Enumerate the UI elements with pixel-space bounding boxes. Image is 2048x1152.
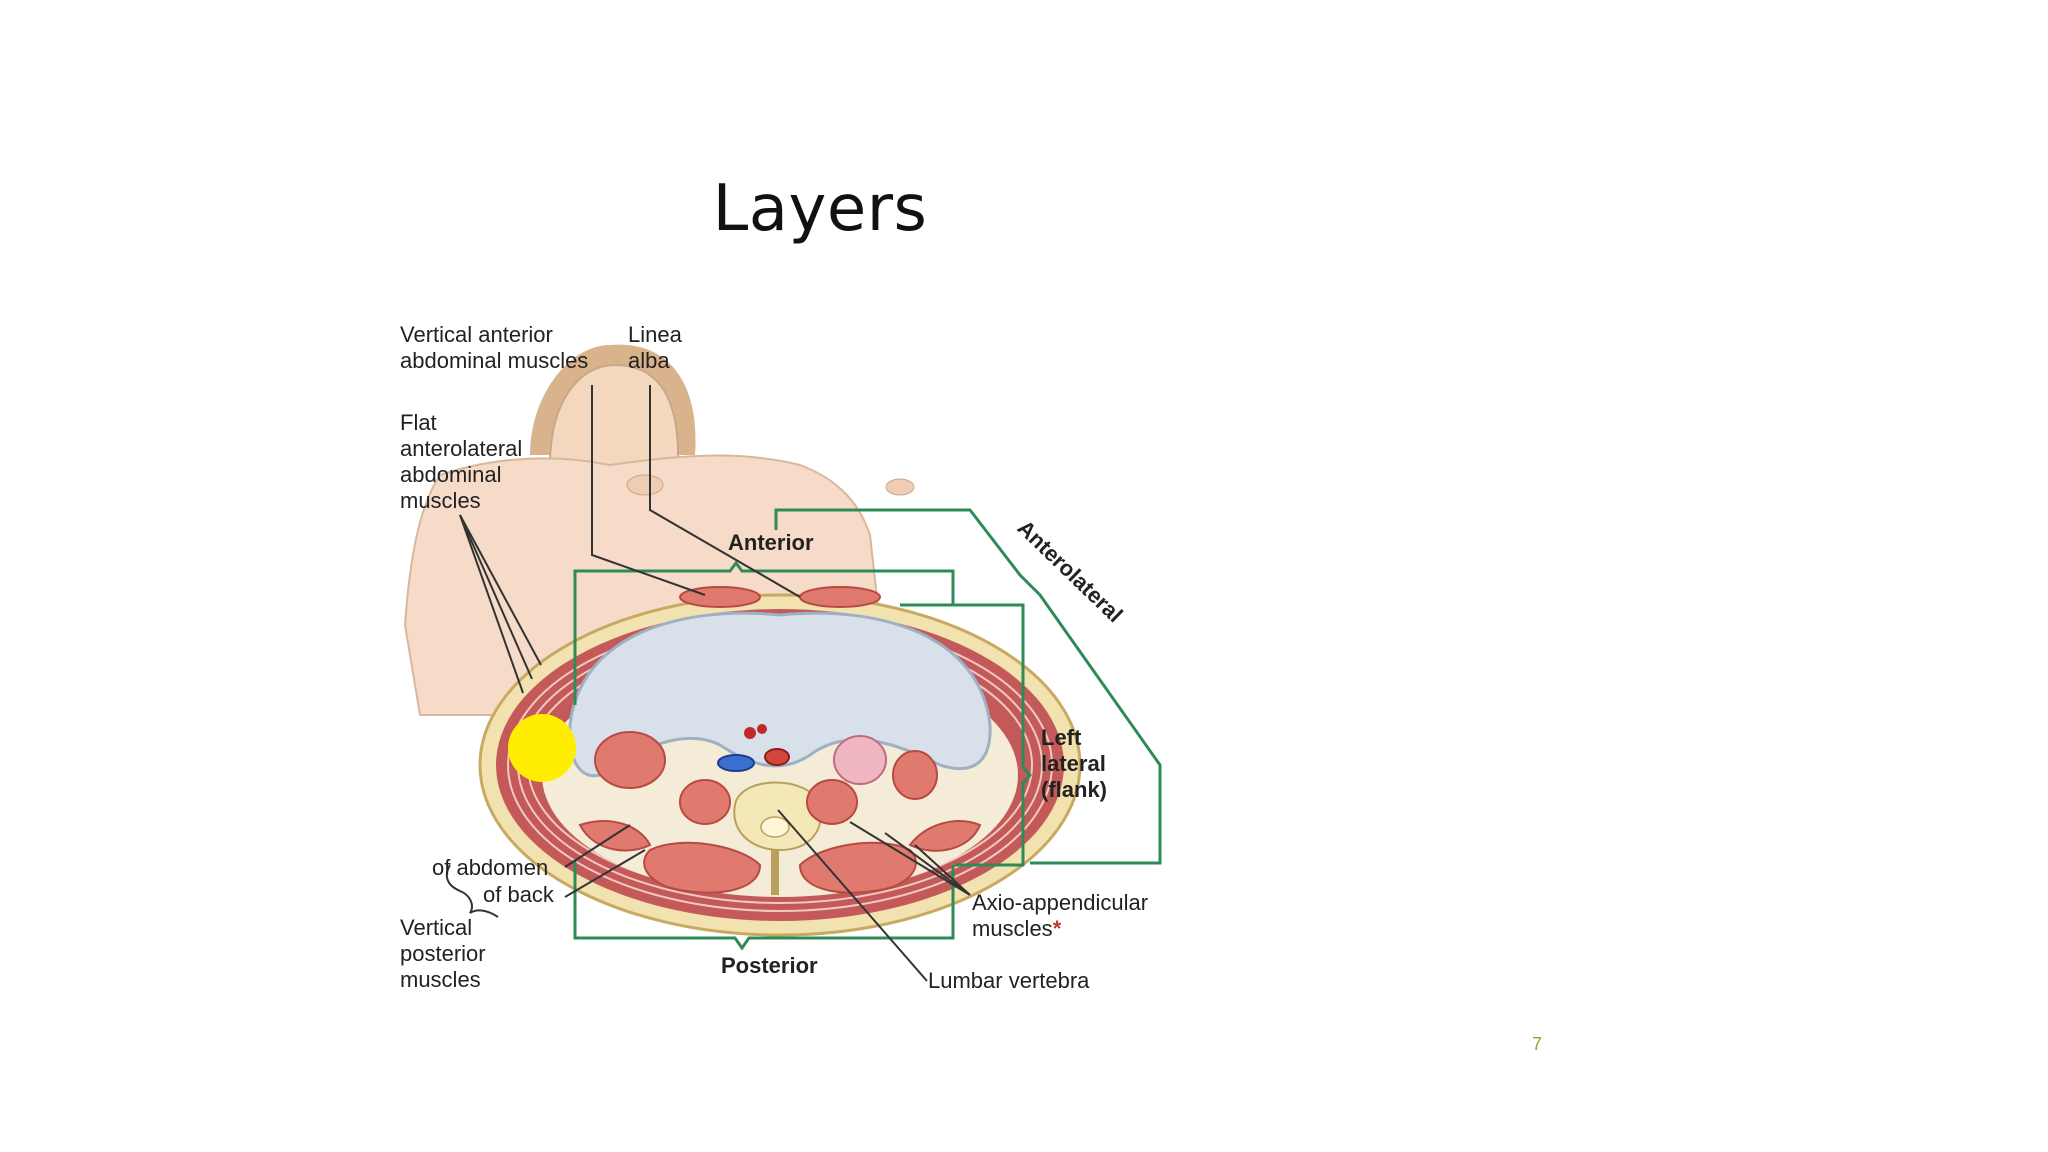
label-axio-appendicular-muscles: Axio-appendicular muscles* bbox=[972, 890, 1148, 942]
axio-appendicular-text: Axio-appendicular muscles bbox=[972, 890, 1149, 941]
label-posterior: Posterior bbox=[721, 953, 818, 978]
label-of-back: of back bbox=[483, 882, 554, 907]
label-of-abdomen: of abdomen bbox=[432, 855, 549, 880]
label-anterior: Anterior bbox=[728, 530, 814, 555]
cross-section-illustration bbox=[403, 344, 1162, 982]
label-vertical-anterior-muscles: Vertical anterior abdominal muscles bbox=[400, 322, 589, 373]
label-linea-alba: Linea alba bbox=[628, 322, 682, 373]
abdominal-layers-diagram: Vertical anterior abdominal muscles Line… bbox=[380, 305, 1200, 1015]
label-flat-anterolateral-muscles: Flat anterolateral abdominal muscles bbox=[400, 410, 523, 513]
label-lumbar-vertebra: Lumbar vertebra bbox=[928, 968, 1090, 993]
page-number: 7 bbox=[1532, 1034, 1543, 1054]
label-vertical-posterior-muscles: Vertical posterior muscles bbox=[400, 915, 486, 992]
label-left-lateral-flank: Left lateral (flank) bbox=[1041, 725, 1107, 802]
highlight-marker bbox=[508, 714, 576, 782]
posterior-brace bbox=[445, 864, 499, 918]
leader-lines bbox=[459, 385, 971, 982]
slide-title: Layers bbox=[712, 172, 928, 246]
asterisk-marker: * bbox=[1052, 916, 1062, 941]
region-brackets bbox=[573, 508, 1162, 951]
abdominal-cross-section bbox=[478, 586, 1082, 937]
